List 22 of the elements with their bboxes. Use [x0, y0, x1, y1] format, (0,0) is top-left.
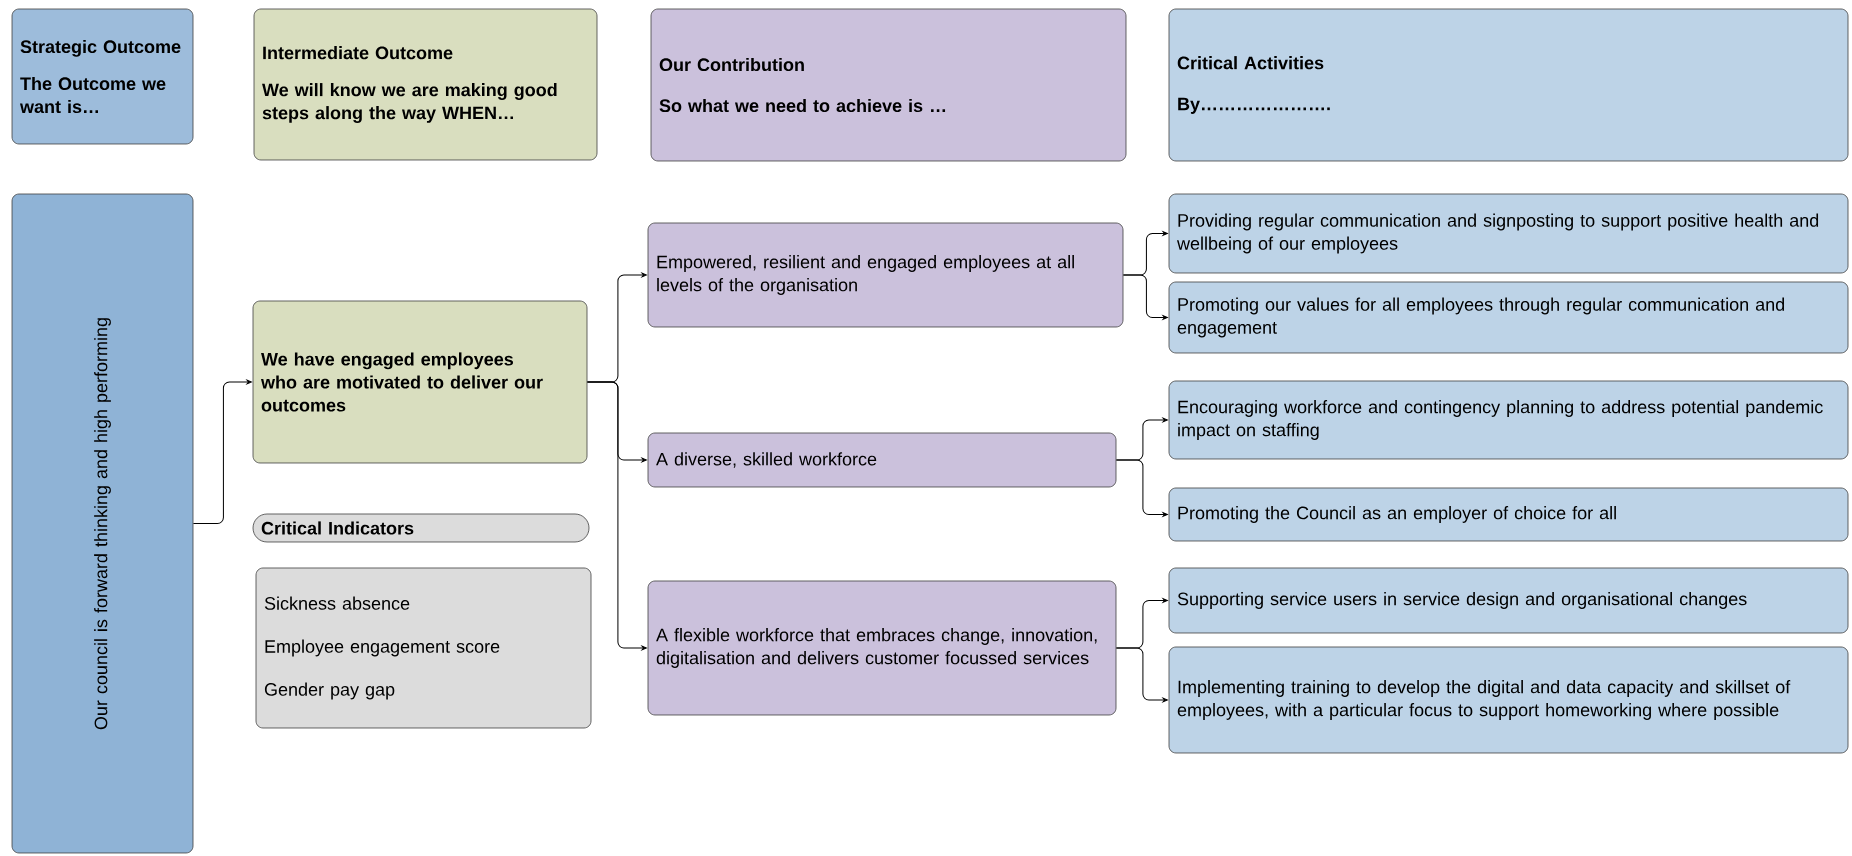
activity-box: Promoting the Council as an employer of choice for all: [1168, 487, 1849, 542]
header-box: Our Contribution So what we need to achieve is …: [650, 8, 1127, 162]
activity-box: Promoting our values for all employees through regular communication and engagement: [1168, 281, 1849, 354]
outcome-box: Our council is forward thinking and high performing: [11, 193, 194, 854]
activity-box: Implementing training to develop the digital and data capacity and skillset of employees, with a particular focus to support homeworking where possible: [1168, 646, 1849, 754]
connector-arrow: [1115, 459, 1168, 517]
contribution-box: A flexible workforce that embraces change, innovation, digitalisation and delivers customer focussed services: [647, 580, 1117, 716]
contribution-box: A diverse, skilled workforce: [647, 432, 1117, 488]
header-box: Critical Activities By………………….: [1168, 8, 1849, 162]
outcome-box: We have engaged employees who are motivated to deliver our outcomes: [252, 300, 588, 464]
connector-arrow: [1122, 274, 1168, 320]
header-box: Strategic Outcome The Outcome we want is…: [11, 8, 194, 145]
heading-box: Critical Indicators: [252, 513, 590, 543]
connector-arrow: [586, 381, 647, 651]
header-box: Intermediate Outcome We will know we are making good steps along the way WHEN…: [253, 8, 598, 161]
connector-arrow: [1115, 647, 1168, 703]
activity-box: Encouraging workforce and contingency planning to address potential pandemic impact on staffing: [1168, 380, 1849, 460]
activity-box: Supporting service users in service design and organisational changes: [1168, 567, 1849, 634]
connector-arrow: [192, 379, 252, 524]
indicator-box: Sickness absence Employee engagement score Gender pay gap: [255, 567, 592, 729]
contribution-box: Empowered, resilient and engaged employees at all levels of the organisation: [647, 222, 1124, 328]
activity-box: Providing regular communication and signposting to support positive health and wellbeing of our employees: [1168, 193, 1849, 274]
